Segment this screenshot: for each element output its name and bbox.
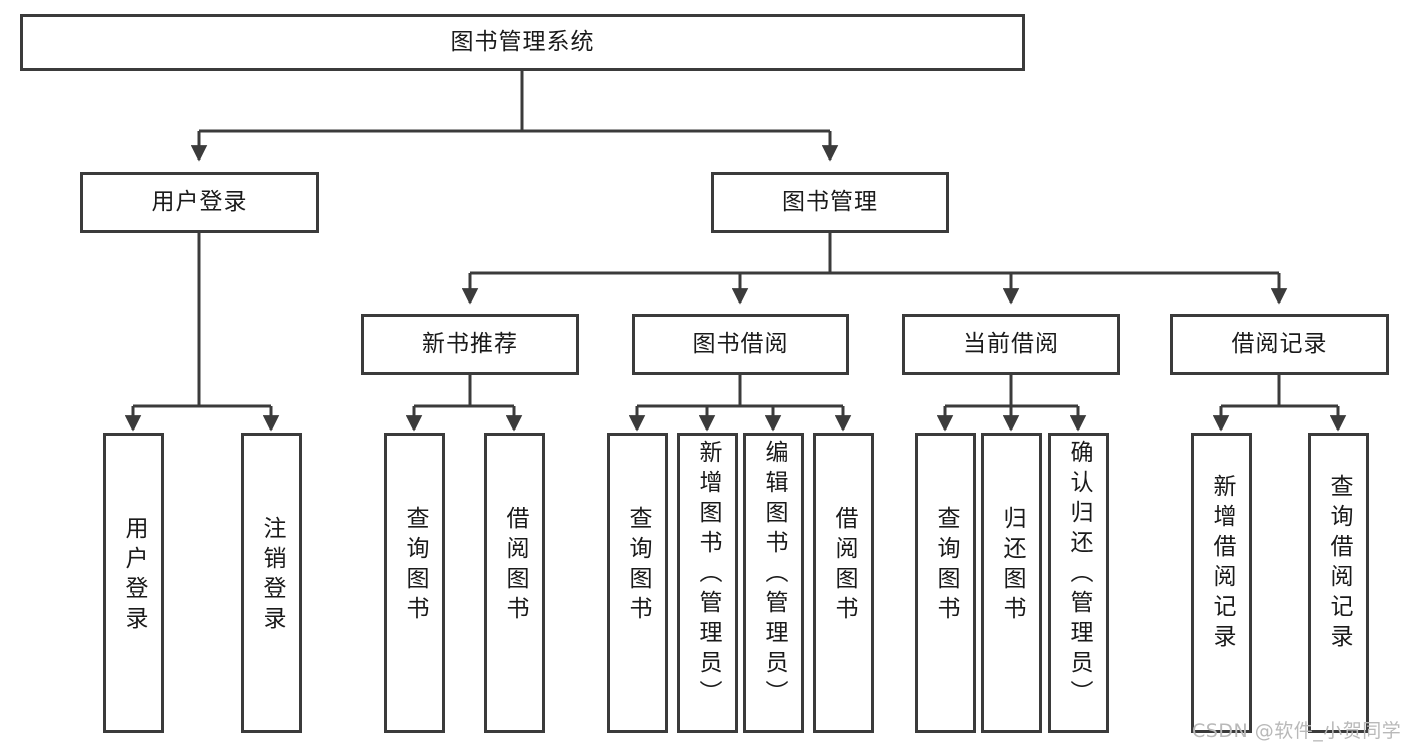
leaf-record-add-record-label: 新增借阅记录 bbox=[1209, 474, 1235, 654]
node-current-borrow[interactable]: 当前借阅 bbox=[902, 314, 1120, 375]
leaf-recommend-query-book-label: 查询图书 bbox=[402, 506, 428, 626]
leaf-borrow-query-book-label: 查询图书 bbox=[625, 506, 651, 626]
leaf-borrow-add-book-admin-label: 新增图书（管理员） bbox=[695, 440, 721, 710]
node-book-management-label: 图书管理 bbox=[782, 189, 878, 216]
leaf-borrow-borrow-book-label: 借阅图书 bbox=[831, 506, 857, 626]
leaf-borrow-edit-book-admin[interactable]: 编辑图书（管理员） bbox=[743, 433, 804, 733]
node-new-book-recommend[interactable]: 新书推荐 bbox=[361, 314, 579, 375]
leaf-recommend-borrow-book-label: 借阅图书 bbox=[502, 506, 528, 626]
leaf-borrow-add-book-admin[interactable]: 新增图书（管理员） bbox=[677, 433, 738, 733]
leaf-record-query-record-label: 查询借阅记录 bbox=[1326, 474, 1352, 654]
node-new-book-recommend-label: 新书推荐 bbox=[422, 331, 518, 358]
leaf-borrow-borrow-book[interactable]: 借阅图书 bbox=[813, 433, 874, 733]
leaf-user-login-signin[interactable]: 用户登录 bbox=[103, 433, 164, 733]
node-current-borrow-label: 当前借阅 bbox=[963, 331, 1059, 358]
leaf-current-query-book[interactable]: 查询图书 bbox=[915, 433, 976, 733]
csdn-watermark: CSDN @软件_小贺同学 bbox=[1192, 720, 1402, 742]
leaf-user-login-signout[interactable]: 注销登录 bbox=[241, 433, 302, 733]
node-book-borrow-label: 图书借阅 bbox=[692, 331, 789, 358]
leaf-current-return-book-label: 归还图书 bbox=[999, 506, 1025, 626]
leaf-current-confirm-return-admin[interactable]: 确认归还（管理员） bbox=[1048, 433, 1109, 733]
leaf-recommend-query-book[interactable]: 查询图书 bbox=[384, 433, 445, 733]
leaf-record-query-record[interactable]: 查询借阅记录 bbox=[1308, 433, 1369, 733]
leaf-current-confirm-return-admin-label: 确认归还（管理员） bbox=[1066, 440, 1092, 710]
node-book-management[interactable]: 图书管理 bbox=[711, 172, 949, 233]
leaf-user-login-signout-label: 注销登录 bbox=[259, 516, 285, 636]
node-root-system[interactable]: 图书管理系统 bbox=[20, 14, 1025, 71]
leaf-current-query-book-label: 查询图书 bbox=[933, 506, 959, 626]
node-user-login[interactable]: 用户登录 bbox=[80, 172, 319, 233]
node-borrow-record[interactable]: 借阅记录 bbox=[1170, 314, 1389, 375]
node-borrow-record-label: 借阅记录 bbox=[1231, 331, 1328, 358]
leaf-borrow-edit-book-admin-label: 编辑图书（管理员） bbox=[761, 440, 787, 710]
leaf-current-return-book[interactable]: 归还图书 bbox=[981, 433, 1042, 733]
node-user-login-label: 用户登录 bbox=[151, 189, 248, 216]
node-book-borrow[interactable]: 图书借阅 bbox=[632, 314, 849, 375]
leaf-record-add-record[interactable]: 新增借阅记录 bbox=[1191, 433, 1252, 733]
leaf-user-login-signin-label: 用户登录 bbox=[121, 516, 147, 636]
leaf-recommend-borrow-book[interactable]: 借阅图书 bbox=[484, 433, 545, 733]
leaf-borrow-query-book[interactable]: 查询图书 bbox=[607, 433, 668, 733]
node-root-system-label: 图书管理系统 bbox=[450, 29, 595, 56]
